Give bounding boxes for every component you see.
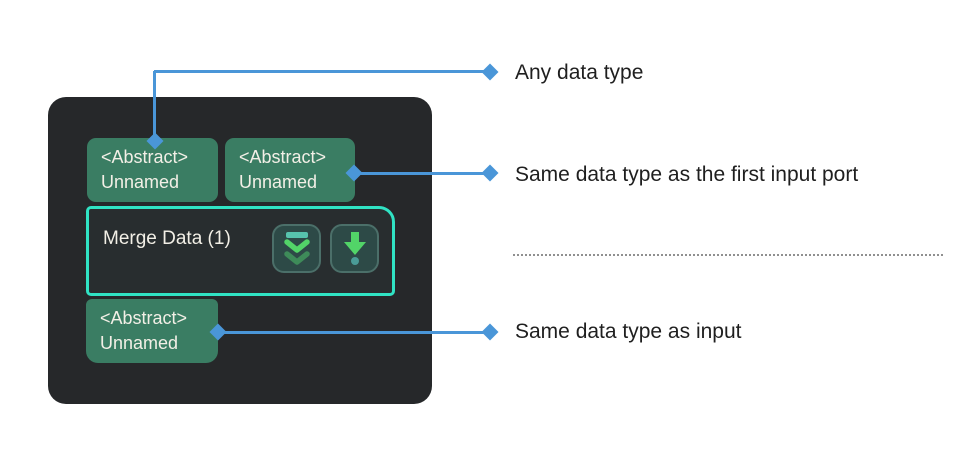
dotted-divider [513, 254, 943, 256]
merge-data-node[interactable]: Merge Data (1) [86, 206, 395, 296]
connector-line-top-vertical [153, 71, 156, 141]
connector-line-middle [354, 172, 490, 175]
port-type-label: <Abstract> [100, 308, 188, 328]
diamond-marker [481, 164, 499, 182]
annotation-any-data-type: Any data type [515, 61, 644, 84]
port-name-label: Unnamed [101, 172, 180, 192]
port-type-label: <Abstract> [239, 147, 327, 167]
diamond-marker [481, 323, 499, 341]
double-chevron-down-icon [277, 227, 317, 270]
annotation-same-as-first-input: Same data type as the first input port [515, 163, 859, 186]
down-arrow-icon [335, 227, 375, 270]
input-port-1[interactable]: <Abstract> Unnamed [87, 138, 218, 202]
port-type-label: <Abstract> [101, 147, 189, 167]
node-title: Merge Data (1) [103, 228, 231, 249]
node-graph-panel[interactable]: <Abstract> Unnamed <Abstract> Unnamed Me… [48, 97, 432, 404]
input-port-2[interactable]: <Abstract> Unnamed [225, 138, 355, 202]
connector-line-top-horizontal [154, 70, 490, 73]
annotation-same-as-input: Same data type as input [515, 320, 742, 343]
port-name-label: Unnamed [239, 172, 318, 192]
port-name-label: Unnamed [100, 333, 179, 353]
output-port[interactable]: <Abstract> Unnamed [86, 299, 218, 363]
connector-line-bottom [218, 331, 490, 334]
diamond-marker [481, 63, 499, 81]
collapse-node-button[interactable] [272, 224, 321, 273]
step-run-button[interactable] [330, 224, 379, 273]
